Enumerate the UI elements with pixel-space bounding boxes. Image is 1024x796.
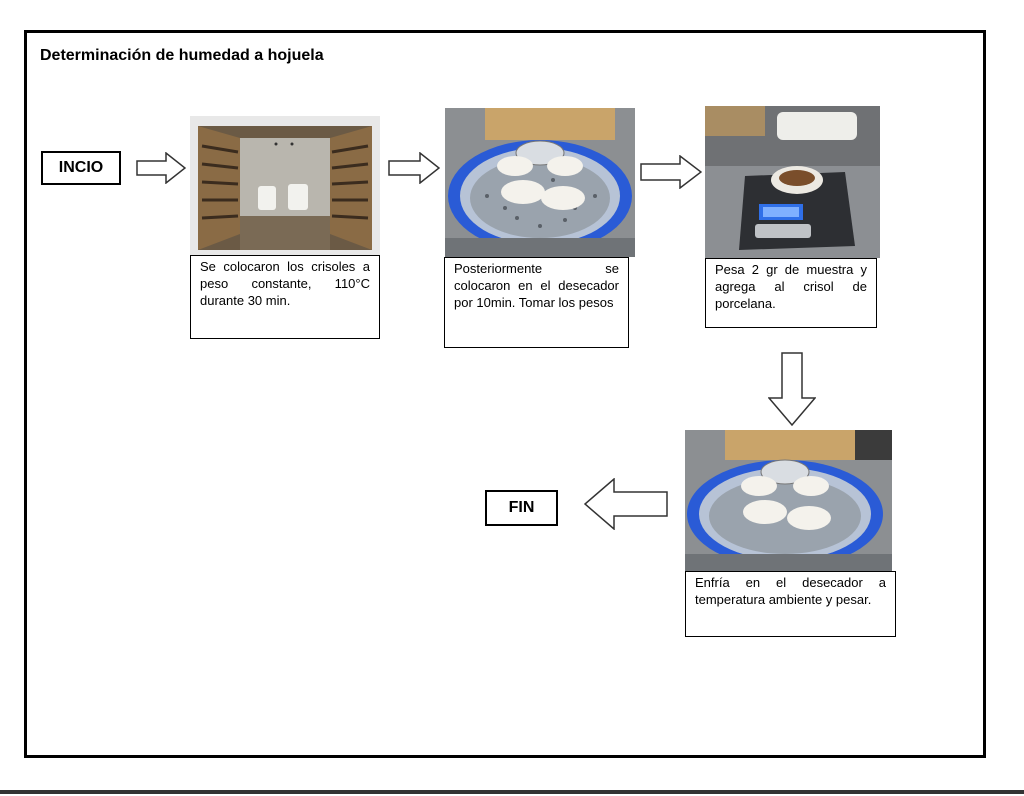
step-4-caption: Enfría en el desecador a temperatura amb… — [685, 571, 896, 637]
page-bottom-rule — [0, 790, 1024, 794]
flow-arrow-left — [584, 478, 668, 530]
end-node: FIN — [485, 490, 558, 526]
flow-arrow-right-1 — [136, 152, 186, 184]
desiccator-photo — [445, 108, 635, 257]
oven-with-crucibles-photo — [190, 116, 380, 255]
start-node: INCIO — [41, 151, 121, 185]
flow-arrow-right-2 — [388, 152, 440, 184]
desiccator-cooling-photo — [685, 430, 892, 571]
step-1-caption: Se colocaron los crisoles a peso constan… — [190, 255, 380, 339]
diagram-title: Determinación de humedad a hojuela — [40, 47, 324, 64]
diagram-frame — [24, 30, 986, 758]
step-3-caption: Pesa 2 gr de muestra y agrega al crisol … — [705, 258, 877, 328]
flow-arrow-down — [768, 352, 816, 426]
flow-arrow-right-3 — [640, 155, 702, 189]
scale-with-sample-photo — [705, 106, 880, 258]
step-2-caption: Posteriormente se colocaron en el deseca… — [444, 257, 629, 348]
